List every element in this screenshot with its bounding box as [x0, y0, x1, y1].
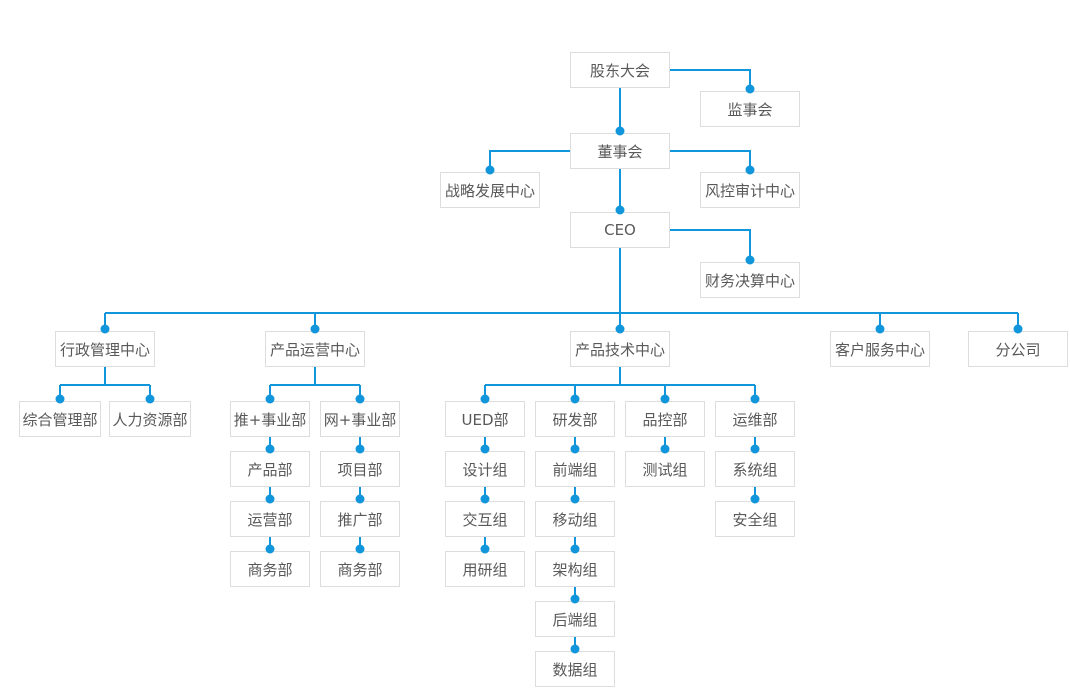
org-node-label: 董事会 — [597, 142, 643, 161]
org-node-testing-team: 测试组 — [625, 451, 705, 487]
org-node-label: 产品技术中心 — [574, 340, 665, 359]
org-node-board-of-directors: 董事会 — [570, 133, 670, 169]
org-node-label: 设计组 — [462, 460, 508, 479]
org-node-label: 研发部 — [552, 410, 598, 429]
org-node-ceo: CEO — [570, 212, 670, 248]
org-node-supervisory-board: 监事会 — [700, 91, 800, 127]
org-node-tui-plus-business-dept: 推+事业部 — [230, 401, 310, 437]
org-node-label: 项目部 — [337, 460, 383, 479]
org-node-label: CEO — [604, 221, 636, 239]
org-node-architecture-team: 架构组 — [535, 551, 615, 587]
org-node-label: 财务决算中心 — [704, 271, 795, 290]
org-node-security-team: 安全组 — [715, 501, 795, 537]
org-node-wang-plus-business-dept: 网+事业部 — [320, 401, 400, 437]
org-node-branch-company: 分公司 — [968, 331, 1068, 367]
org-node-interaction-team: 交互组 — [445, 501, 525, 537]
org-node-data-team: 数据组 — [535, 651, 615, 687]
org-node-label: 商务部 — [247, 560, 293, 579]
org-node-label: 产品部 — [247, 460, 293, 479]
org-node-ops-maintenance-dept: 运维部 — [715, 401, 795, 437]
org-node-system-team: 系统组 — [715, 451, 795, 487]
org-node-label: 监事会 — [727, 100, 773, 119]
org-node-label: 客户服务中心 — [834, 340, 925, 359]
org-node-label: 交互组 — [462, 510, 508, 529]
org-node-label: UED部 — [461, 410, 509, 429]
org-node-label: 数据组 — [552, 660, 598, 679]
org-node-label: 系统组 — [732, 460, 778, 479]
org-node-label: 人力资源部 — [112, 410, 188, 429]
org-node-label: 风控审计中心 — [704, 181, 795, 200]
org-node-label: 安全组 — [732, 510, 778, 529]
org-node-label: 用研组 — [462, 560, 508, 579]
org-node-admin-mgmt-center: 行政管理中心 — [55, 331, 155, 367]
org-node-ued-dept: UED部 — [445, 401, 525, 437]
org-node-label: 综合管理部 — [22, 410, 98, 429]
org-node-business-dept-left: 商务部 — [230, 551, 310, 587]
org-node-label: 前端组 — [552, 460, 598, 479]
org-node-label: 测试组 — [642, 460, 688, 479]
org-node-quality-control-dept: 品控部 — [625, 401, 705, 437]
org-node-label: 后端组 — [552, 610, 598, 629]
org-node-label: 推+事业部 — [233, 410, 307, 429]
org-node-rd-dept: 研发部 — [535, 401, 615, 437]
org-node-label: 战略发展中心 — [444, 181, 535, 200]
org-node-backend-team: 后端组 — [535, 601, 615, 637]
org-node-label: 运维部 — [732, 410, 778, 429]
org-node-project-dept: 项目部 — [320, 451, 400, 487]
org-node-label: 运营部 — [247, 510, 293, 529]
org-node-frontend-team: 前端组 — [535, 451, 615, 487]
org-node-product-dept: 产品部 — [230, 451, 310, 487]
org-node-label: 行政管理中心 — [59, 340, 150, 359]
org-node-user-research-team: 用研组 — [445, 551, 525, 587]
org-node-business-dept-right: 商务部 — [320, 551, 400, 587]
org-node-label: 分公司 — [995, 340, 1041, 359]
org-node-promotion-dept: 推广部 — [320, 501, 400, 537]
org-node-product-ops-center: 产品运营中心 — [265, 331, 365, 367]
org-node-general-mgmt-dept: 综合管理部 — [19, 401, 101, 437]
org-node-strategy-dev-center: 战略发展中心 — [440, 172, 540, 208]
org-node-label: 架构组 — [552, 560, 598, 579]
org-node-hr-dept: 人力资源部 — [109, 401, 191, 437]
org-node-label: 产品运营中心 — [269, 340, 360, 359]
org-node-label: 品控部 — [642, 410, 688, 429]
org-node-label: 股东大会 — [589, 61, 650, 80]
org-node-customer-service-center: 客户服务中心 — [830, 331, 930, 367]
org-node-design-team: 设计组 — [445, 451, 525, 487]
org-node-label: 移动组 — [552, 510, 598, 529]
org-node-label: 商务部 — [337, 560, 383, 579]
org-node-risk-audit-center: 风控审计中心 — [700, 172, 800, 208]
org-node-shareholders-meeting: 股东大会 — [570, 52, 670, 88]
org-node-mobile-team: 移动组 — [535, 501, 615, 537]
org-node-label: 推广部 — [337, 510, 383, 529]
org-node-finance-settlement-center: 财务决算中心 — [700, 262, 800, 298]
org-node-product-tech-center: 产品技术中心 — [570, 331, 670, 367]
org-node-operations-dept: 运营部 — [230, 501, 310, 537]
org-node-label: 网+事业部 — [323, 410, 397, 429]
